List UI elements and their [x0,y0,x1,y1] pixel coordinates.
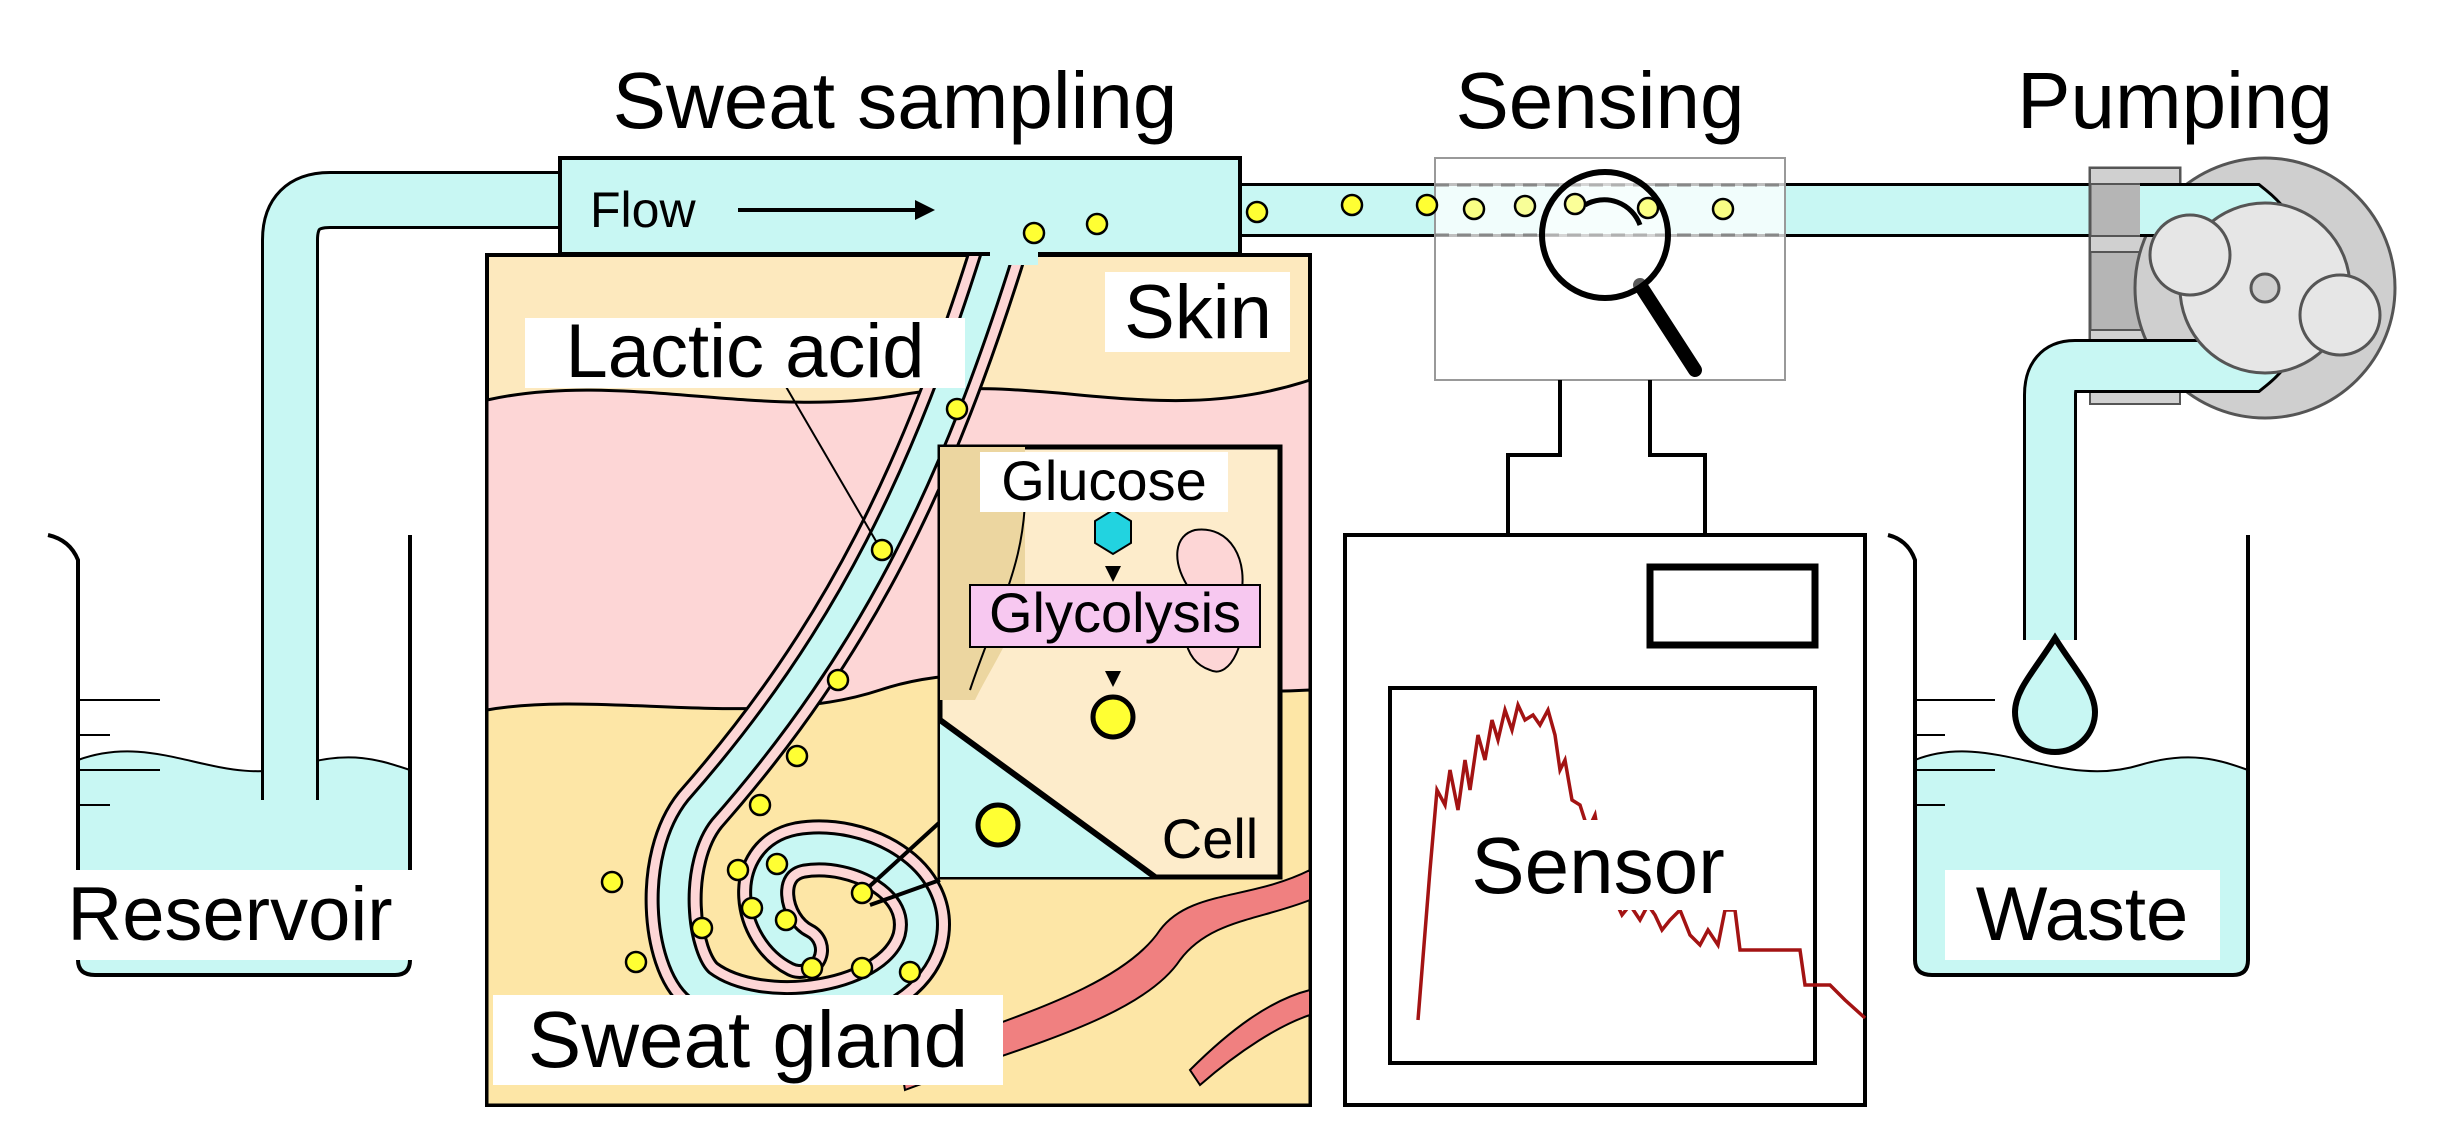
blood-vessel-branch [1188,988,1311,1087]
lactate-molecule [975,802,1021,848]
lactate-dots [600,192,1735,984]
duct-opening [990,245,1038,265]
glucose-backing [980,452,1228,512]
flow-label: Flow [590,182,696,238]
sampling-chamber [558,156,1242,256]
peristaltic-pump-icon [2088,156,2397,420]
glycolysis-label: Glycolysis [989,581,1241,644]
skin-label-backing [1105,272,1290,352]
lactic-acid-label: Lactic acid [565,309,924,394]
droplet-icon [2011,632,2099,755]
title-backing [560,50,1230,150]
reservoir-label: Reservoir [67,872,392,957]
sweat-sampling-label: Sweat sampling [613,56,1178,145]
analyzer-display [1646,563,1819,649]
waste-label: Waste [1976,872,2189,957]
sensor-backing [1450,820,1745,910]
sensing-cell [1434,157,1786,381]
sensing-label: Sensing [1455,56,1744,145]
cell-label: Cell [1162,807,1258,870]
lactic-acid-pointer [784,384,881,549]
skin-label: Skin [1124,270,1272,355]
sweat-gland-label: Sweat gland [528,995,968,1084]
pumping-label: Pumping [2017,56,2333,145]
waste-backing [1945,870,2220,960]
sensor-cable [1506,380,1707,540]
lactate-molecule [1090,694,1136,740]
reservoir-backing [25,870,435,960]
sweat-gland-backing [493,995,1003,1085]
sensing-window [1434,157,1786,381]
lactic-acid-backing [525,318,965,388]
glucose-molecule [1094,508,1132,556]
sensor-label: Sensor [1471,821,1724,910]
glucose-label: Glucose [1001,449,1206,512]
flow-arrow [738,200,935,220]
